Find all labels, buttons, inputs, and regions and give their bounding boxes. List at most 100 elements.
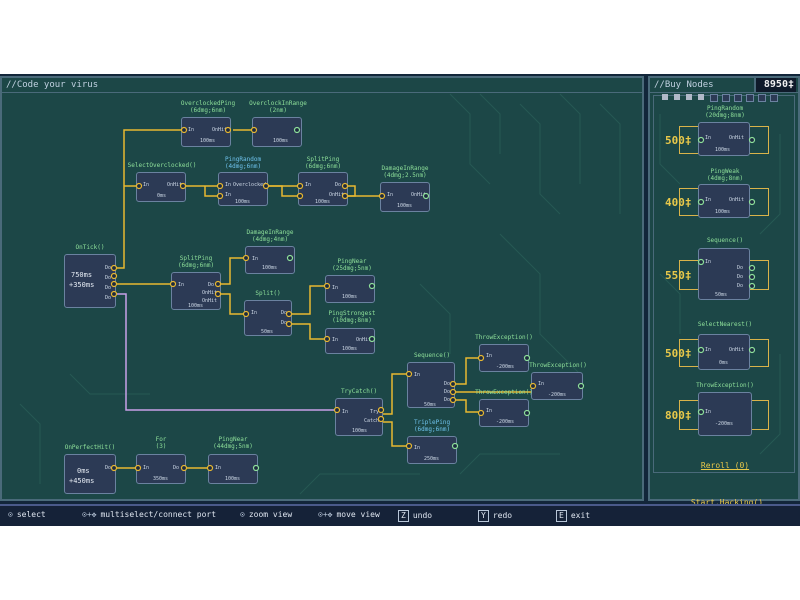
wire: [219, 293, 246, 315]
node-title: TryCatch(): [340, 388, 378, 395]
key-y: Y: [478, 510, 489, 522]
toolbar-icon[interactable]: [770, 94, 778, 102]
node-subtitle: (3): [155, 443, 167, 450]
node-ping-strongest[interactable]: In OnHit 100ms: [325, 328, 375, 354]
port: [748, 273, 756, 281]
toolbar-icon[interactable]: [662, 94, 668, 100]
shop-item-select-nearest[interactable]: In OnHit 0ms: [698, 334, 750, 370]
shop-item-sequence[interactable]: In Do Do Do 50ms: [698, 248, 750, 300]
node-triple-ping[interactable]: In 250ms: [407, 436, 457, 464]
node-time: 50ms: [424, 402, 437, 408]
port-label-in: In: [387, 192, 394, 198]
port-label-onhit: OnHit: [202, 290, 218, 296]
node-ping-random[interactable]: In Overclocked In 100ms: [218, 172, 268, 206]
trace: [19, 403, 41, 484]
node-overclocked-ping[interactable]: In OnHit 100ms: [181, 117, 231, 147]
port: [262, 182, 270, 190]
port: [333, 406, 341, 414]
wire: [116, 129, 184, 269]
port-label-do: Do: [737, 283, 744, 289]
node-title: SplitPing: [179, 255, 213, 262]
node-split-ping-top[interactable]: In Do OnHit 100ms: [298, 172, 348, 206]
port-label-do: Do: [105, 295, 112, 301]
port: [135, 182, 143, 190]
port: [451, 442, 459, 450]
node-on-tick[interactable]: 750ms +350ms Do Do Do Do: [64, 254, 116, 308]
port-label-onhit: OnHit: [729, 197, 745, 203]
start-hacking-button[interactable]: Start.Hacking(): [690, 498, 764, 507]
toolbar-icon[interactable]: [698, 94, 704, 100]
node-split[interactable]: In Do Do 50ms: [244, 300, 292, 336]
port-label-do: Do: [444, 397, 451, 403]
key-e: E: [556, 510, 567, 522]
port: [405, 442, 413, 450]
wire: [290, 285, 326, 315]
trace: [449, 93, 491, 185]
node-for[interactable]: In Do 350ms: [136, 454, 186, 484]
shop-item-title: PingWeak: [710, 168, 740, 175]
node-throw-exception-3[interactable]: In -200ms: [479, 399, 529, 427]
port: [748, 136, 756, 144]
shop-item-throw-exception[interactable]: In -200ms: [698, 392, 752, 436]
trace: [519, 103, 561, 215]
port: [748, 198, 756, 206]
port-label-in: In: [414, 445, 421, 451]
node-split-ping-mid[interactable]: In Do OnHit OnHit 100ms: [171, 272, 221, 310]
toolbar-icon[interactable]: [734, 94, 742, 102]
node-title: OnPerfectHit(): [64, 444, 116, 451]
node-title: Sequence(): [413, 352, 451, 359]
port-label-in: In: [705, 259, 712, 265]
mouse-right-move-icon: ⊙+✥: [82, 510, 97, 519]
trace: [459, 453, 560, 475]
toolbar-icon[interactable]: [710, 94, 718, 102]
toolbar-icon[interactable]: [746, 94, 754, 102]
port: [697, 136, 705, 144]
toolbar-icon[interactable]: [674, 94, 680, 100]
port: [523, 409, 531, 417]
port: [377, 415, 385, 423]
toolbar-icon[interactable]: [686, 94, 692, 100]
node-title: OnTick(): [75, 244, 105, 251]
node-title: TriplePing: [413, 419, 451, 426]
toolbar-icon[interactable]: [758, 94, 766, 102]
port-label-in: In: [143, 182, 150, 188]
key-z: Z: [398, 510, 409, 522]
wire: [454, 357, 480, 385]
shop-item-subtitle: (20dmg;8nm): [705, 112, 745, 119]
shop-item-price: 800‡: [665, 409, 692, 422]
hint-select: ⊙select: [8, 510, 46, 519]
port: [323, 335, 331, 343]
port: [477, 409, 485, 417]
port: [748, 346, 756, 354]
node-damage-in-range-top[interactable]: In OnHit 100ms: [380, 182, 430, 212]
node-time: 100ms: [235, 199, 251, 205]
port: [224, 126, 232, 134]
node-try-catch[interactable]: In Try Catch 100ms: [335, 398, 383, 436]
port-label-do: Do: [208, 282, 215, 288]
port-layer: [110, 126, 585, 472]
port-label-in: In: [143, 465, 150, 471]
node-title: PingNear: [337, 258, 367, 265]
toolbar-icon[interactable]: [722, 94, 730, 102]
node-select-overclocked[interactable]: In OnHit 0ms: [136, 172, 186, 202]
hint-label: select: [16, 510, 46, 519]
port: [523, 354, 531, 362]
node-ping-near-bottom[interactable]: In 100ms: [208, 454, 258, 484]
game-screen: //Code your virus //Buy Nodes 8950‡: [0, 74, 800, 526]
shop-item-title: PingRandom: [706, 105, 744, 112]
trace: [659, 114, 681, 185]
reroll-button[interactable]: Reroll (0): [700, 461, 750, 470]
wire: [116, 293, 336, 411]
shop-item-price: 500‡: [665, 134, 692, 147]
node-ping-near-mid[interactable]: In 100ms: [325, 275, 375, 303]
hint-move: ⊙+✥move view: [318, 510, 380, 519]
port-label-do: Do: [173, 465, 180, 471]
trace: [479, 93, 501, 154]
port-label-onhit: OnHit: [356, 337, 372, 343]
entry-delay: 0ms: [77, 467, 90, 475]
port: [206, 464, 214, 472]
node-on-perfect-hit[interactable]: 0ms +450ms Do: [64, 454, 116, 494]
node-time: 100ms: [715, 209, 731, 215]
node-overclock-in-range[interactable]: 100ms: [252, 117, 302, 147]
port-label-onhit: OnHit: [167, 182, 183, 188]
